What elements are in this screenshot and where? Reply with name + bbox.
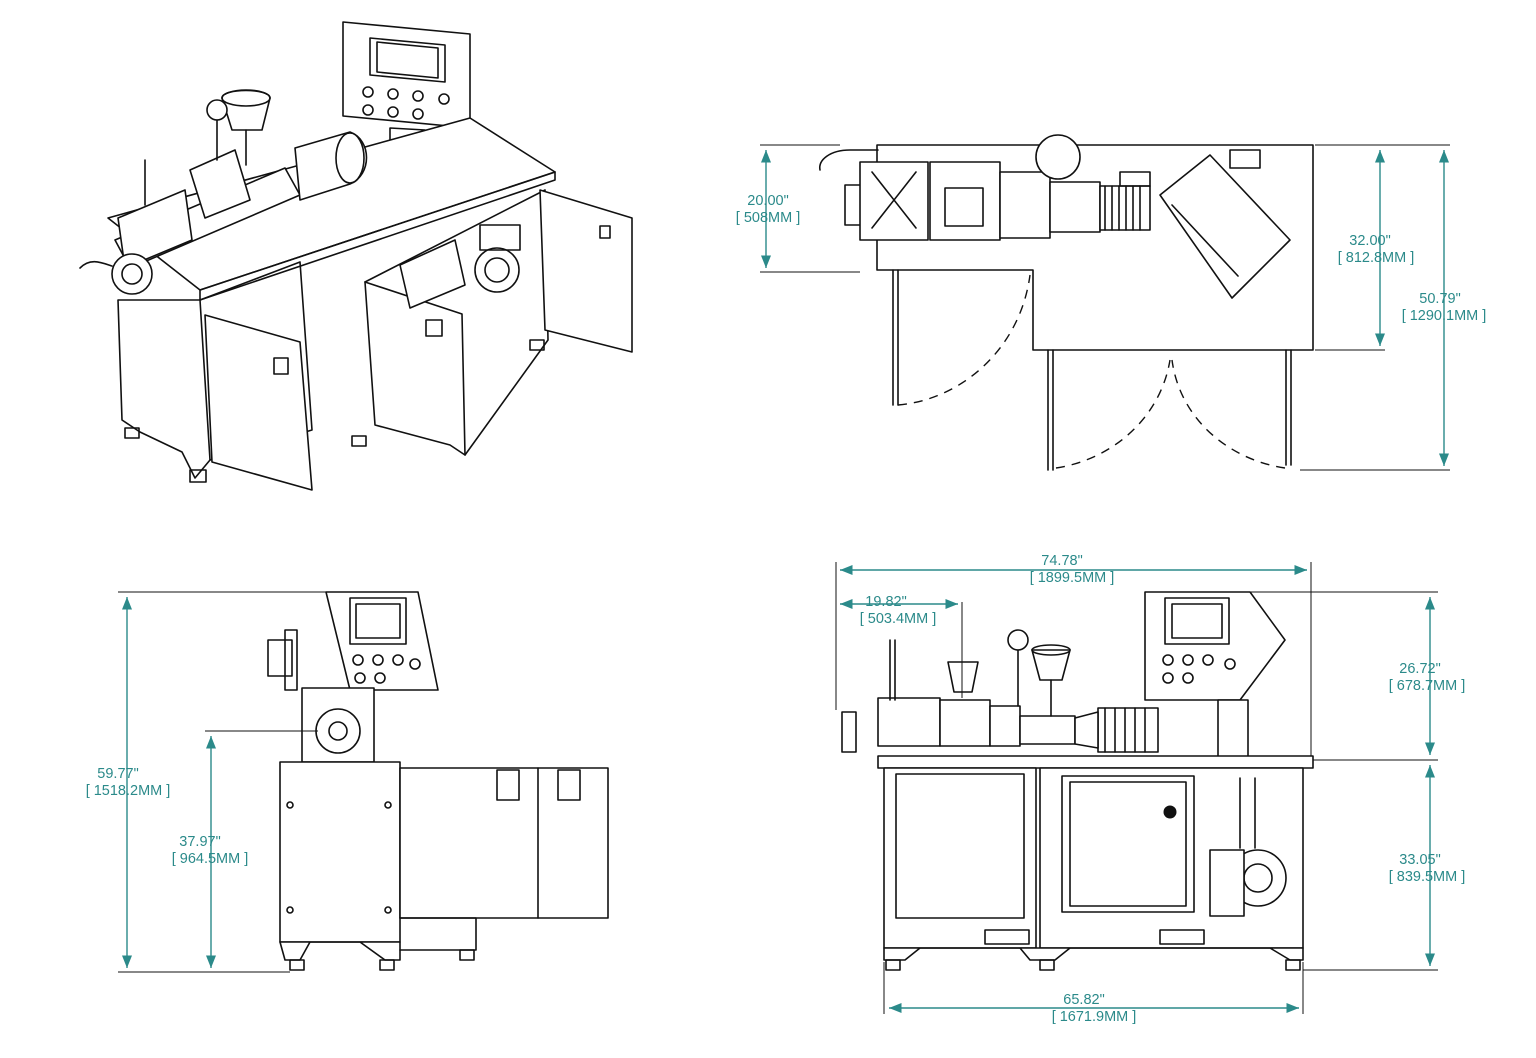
- dim-top-depth-in: 20.00": [747, 193, 788, 209]
- dim-side-axis-height-in: 37.97": [179, 834, 220, 850]
- dim-side-height-in: 59.77": [97, 766, 138, 782]
- front-panel-buttons: [1162, 654, 1236, 684]
- dim-top-frame-depth-in: 32.00": [1349, 233, 1390, 249]
- dim-front-base-width-in: 65.82": [1063, 992, 1104, 1008]
- dim-front-die-offset-in: 19.82": [865, 594, 906, 610]
- dimension-labels: 20.00" [ 508MM ] 32.00" [ 812.8MM ] 50.7…: [86, 193, 1487, 1025]
- side-view: [267, 591, 609, 971]
- isometric-view: [79, 21, 633, 491]
- side-view-dimensions: [118, 591, 326, 973]
- front-view-dimensions: [835, 562, 1438, 1014]
- dim-front-lower-height-in: 33.05": [1399, 852, 1440, 868]
- dim-top-frame-depth-mm: [ 812.8MM ]: [1338, 250, 1415, 266]
- top-view: [819, 134, 1314, 471]
- top-view-dimensions: [760, 144, 1450, 471]
- dim-top-total-depth-in: 50.79": [1419, 291, 1460, 307]
- dim-front-lower-height-mm: [ 839.5MM ]: [1389, 869, 1466, 885]
- dim-front-upper-height-mm: [ 678.7MM ]: [1389, 678, 1466, 694]
- dim-front-upper-height-in: 26.72": [1399, 661, 1440, 677]
- front-view: [841, 591, 1314, 971]
- panel-buttons: [362, 86, 450, 120]
- dim-top-depth-mm: [ 508MM ]: [736, 210, 800, 226]
- dim-side-axis-height-mm: [ 964.5MM ]: [172, 851, 249, 867]
- dim-front-width-mm: [ 1899.5MM ]: [1030, 570, 1115, 586]
- dim-front-die-offset-mm: [ 503.4MM ]: [860, 611, 937, 627]
- dim-side-height-mm: [ 1518.2MM ]: [86, 783, 171, 799]
- dim-front-base-width-mm: [ 1671.9MM ]: [1052, 1009, 1137, 1025]
- dim-front-width-in: 74.78": [1041, 553, 1082, 569]
- side-panel-buttons: [352, 654, 421, 684]
- dim-top-total-depth-mm: [ 1290.1MM ]: [1402, 308, 1487, 324]
